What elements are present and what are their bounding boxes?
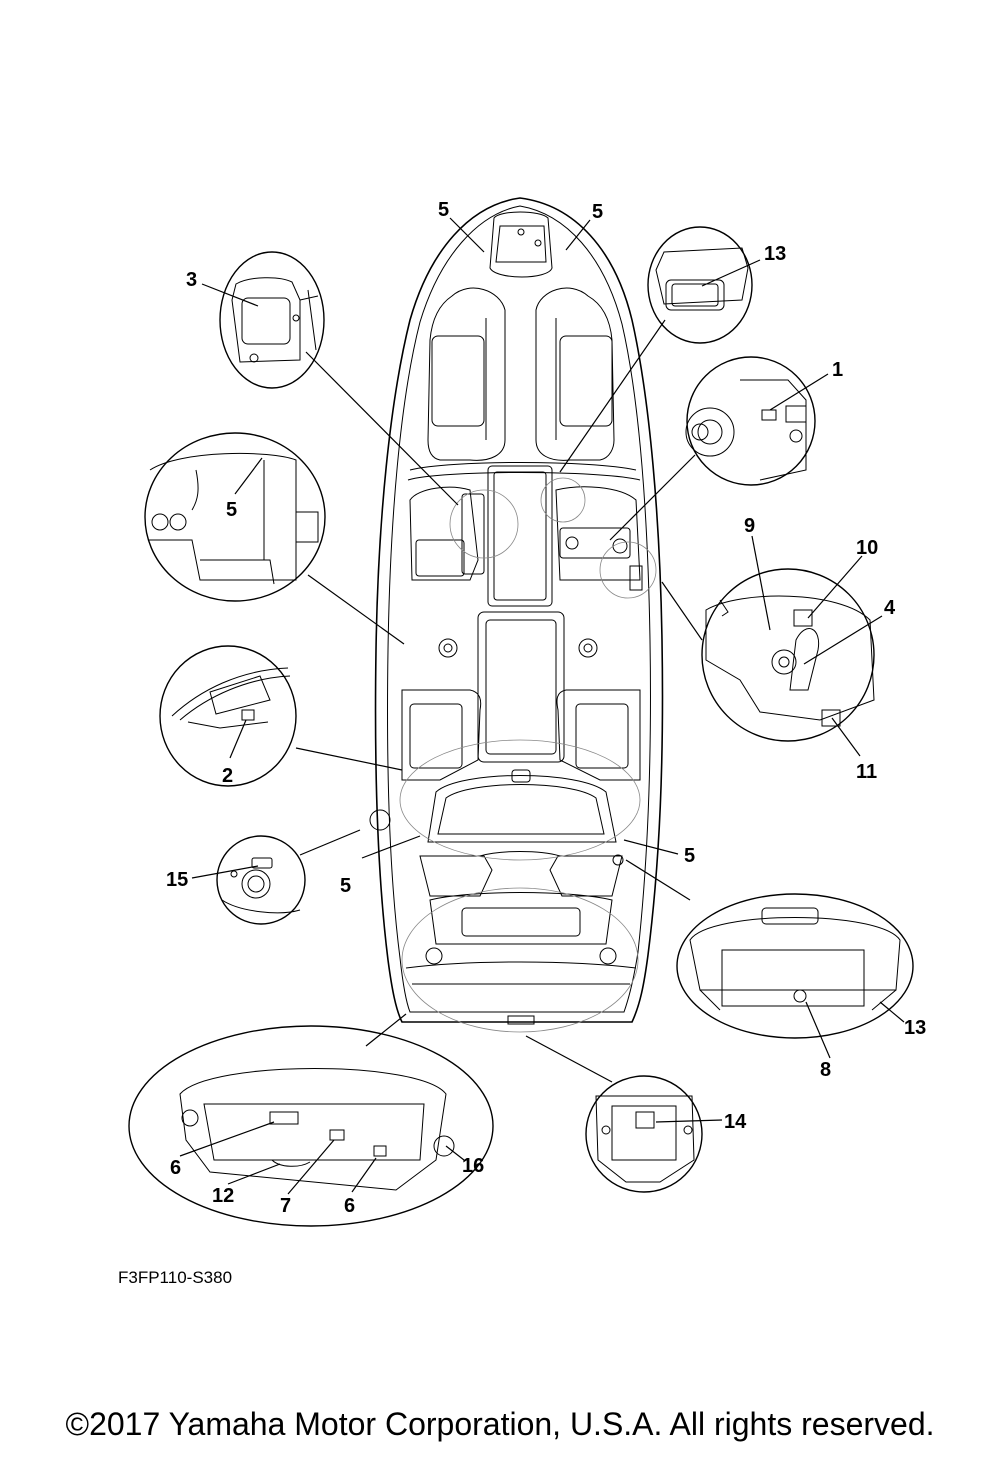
callout-5-left-detail: 5 xyxy=(226,499,237,521)
callout-16: 16 xyxy=(462,1155,484,1177)
detail-6-12-7-16 xyxy=(128,1025,494,1227)
detail-13-top xyxy=(647,226,753,344)
callout-3: 3 xyxy=(186,269,197,291)
callout-labels: 5 5 13 3 1 5 9 10 4 11 2 15 5 5 13 8 14 … xyxy=(166,199,926,1217)
callout-14: 14 xyxy=(724,1111,747,1133)
callout-5-bow-right: 5 xyxy=(592,201,603,223)
copyright-notice: ©2017 Yamaha Motor Corporation, U.S.A. A… xyxy=(65,1406,935,1442)
detail-2 xyxy=(159,645,297,787)
callout-12: 12 xyxy=(212,1185,234,1207)
callout-8: 8 xyxy=(820,1059,831,1081)
diagram-code: F3FP110-S380 xyxy=(118,1268,233,1287)
callout-15: 15 xyxy=(166,869,188,891)
callout-5-aft-left: 5 xyxy=(340,875,351,897)
detail-3 xyxy=(219,251,325,389)
callout-2: 2 xyxy=(222,765,233,787)
callout-6-left: 6 xyxy=(170,1157,181,1179)
detail-13-8 xyxy=(676,893,914,1039)
detail-15 xyxy=(216,835,306,925)
callout-11: 11 xyxy=(856,761,877,783)
callout-7: 7 xyxy=(280,1195,291,1217)
callout-13-top: 13 xyxy=(764,243,786,265)
callout-5-aft-right: 5 xyxy=(684,845,695,867)
callout-9: 9 xyxy=(744,515,755,537)
callout-6-right: 6 xyxy=(344,1195,355,1217)
detail-5-left xyxy=(144,432,326,602)
callout-13-aft: 13 xyxy=(904,1017,926,1039)
connector-lines xyxy=(295,319,703,1083)
callout-1: 1 xyxy=(832,359,843,381)
detail-1 xyxy=(685,356,816,486)
detail-9-10-4-11 xyxy=(701,568,875,742)
boat-hull-top-view xyxy=(369,197,664,1033)
leader-lines xyxy=(179,217,905,1195)
callout-4: 4 xyxy=(884,597,896,619)
detail-14 xyxy=(585,1075,703,1193)
callout-5-bow-left: 5 xyxy=(438,199,449,221)
callout-10: 10 xyxy=(856,537,878,559)
